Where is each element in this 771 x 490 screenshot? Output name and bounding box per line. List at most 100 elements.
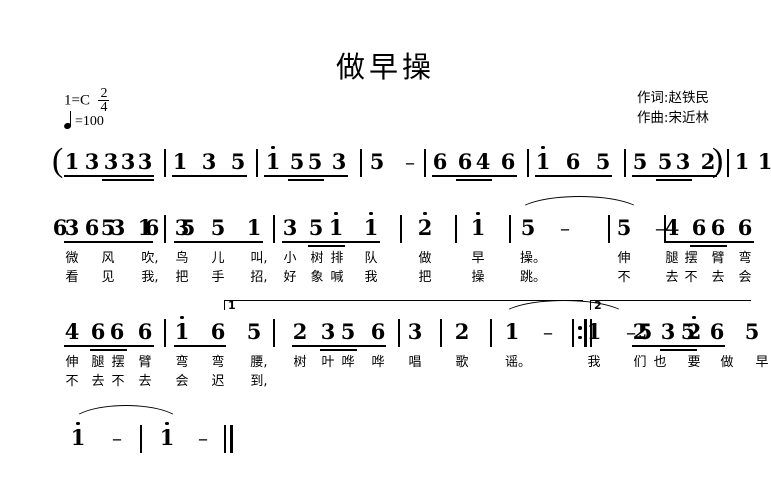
beam-line (664, 241, 754, 243)
note: 1 (158, 422, 176, 450)
note: 4 (664, 215, 680, 240)
beam-line (288, 179, 324, 181)
lyric-syllable: 会 (175, 374, 189, 389)
lyric-syllable: 也 (653, 355, 667, 370)
note: 1 (757, 149, 771, 174)
meter-denominator: 4 (98, 100, 110, 115)
repeat-barline-thick (584, 319, 588, 347)
beam-line (90, 349, 127, 351)
lyric-syllable: 臂 (711, 251, 725, 266)
note: 5 (520, 215, 536, 240)
lyric-syllable: 不 (111, 374, 125, 389)
note: 1 (173, 316, 191, 344)
lyric-syllable: 摆 (111, 355, 125, 370)
lyric-syllable: 去 (91, 374, 105, 389)
note: 4 (475, 149, 491, 174)
lyric-syllable: 臂 (138, 355, 152, 370)
page-title: 做早操 (335, 50, 435, 84)
quarter-note-icon (63, 111, 75, 130)
lyric-syllable: 招, (250, 270, 268, 285)
lyric-syllable: 喊 (330, 270, 344, 285)
beam-line (535, 175, 612, 177)
lyric-syllable: 不 (65, 374, 79, 389)
lyric-syllable: 歌 (455, 355, 469, 370)
note: 3 (675, 149, 691, 174)
barline (164, 319, 166, 347)
lyric-syllable: 摆 (684, 251, 698, 266)
lyric-syllable: 弯 (738, 251, 752, 266)
key-tempo-block: 1=C 2 4 =100 (63, 87, 110, 130)
beam-line (656, 179, 692, 181)
barline (398, 319, 400, 347)
note: 5 (246, 319, 262, 344)
note: 6 (90, 319, 106, 344)
note: 2 (454, 319, 470, 344)
lyric-syllable: 把 (418, 270, 432, 285)
barline (509, 215, 511, 243)
lyric-syllable: 不 (617, 270, 631, 285)
note: 5 (616, 215, 632, 240)
note: 4 (64, 319, 80, 344)
octave-dot-high (271, 146, 275, 150)
note: 3 (331, 149, 347, 174)
note: 6 (710, 215, 726, 240)
lyric-syllable: 早 (755, 355, 769, 370)
time-signature: 2 4 (98, 87, 110, 115)
beam-line (64, 241, 153, 243)
note: 3 (103, 149, 119, 174)
beam-line (432, 175, 517, 177)
note: 6 (52, 215, 68, 240)
octave-dot-high (334, 212, 338, 216)
lyric-syllable: 叶 (321, 355, 335, 370)
note: 5 (289, 149, 305, 174)
note: 2 (416, 212, 434, 240)
beam-line (282, 241, 380, 243)
duration-dash: – (405, 150, 415, 174)
lyric-syllable: 做 (418, 251, 432, 266)
repeat-barline-thin (590, 319, 592, 347)
intro-close-paren: ) (712, 142, 724, 179)
octave-dot-high (541, 146, 545, 150)
beam-line (632, 345, 725, 347)
barline (164, 215, 166, 243)
lyric-syllable: 儿 (211, 251, 225, 266)
note: 1 (264, 146, 282, 174)
barline (727, 149, 729, 177)
octave-dot-high (476, 212, 480, 216)
barline (624, 149, 626, 177)
lyric-syllable: 谣。 (504, 355, 531, 370)
volta-bracket-1: 1 (224, 300, 583, 311)
duration-dash: – (112, 426, 122, 450)
lyric-row-2: 不去不去会迟到, (0, 373, 771, 392)
beam-line (292, 345, 386, 347)
note: 3 (201, 149, 217, 174)
key-signature-row: 1=C 2 4 (64, 87, 110, 115)
lyric-syllable: 到, (250, 374, 268, 389)
note: 6 (691, 215, 707, 240)
duration-dash: – (626, 320, 636, 344)
lyric-syllable: 腿 (665, 251, 679, 266)
lyric-syllable: 迟 (211, 374, 225, 389)
note: 6 (432, 149, 448, 174)
note: 2 (632, 319, 648, 344)
note: 1 (137, 215, 153, 240)
lyric-syllable: 风 (101, 251, 115, 266)
beam-line (632, 175, 717, 177)
duration-dash: – (655, 216, 665, 240)
repeat-dot (578, 335, 582, 340)
lyric-syllable: 跳。 (519, 270, 546, 285)
lyric-syllable: 好 (283, 270, 297, 285)
beam-line (64, 175, 154, 177)
beam-line (174, 345, 226, 347)
note: 6 (84, 215, 100, 240)
barline (490, 319, 492, 347)
note: 1 (172, 149, 188, 174)
barline (164, 149, 166, 177)
lyric-syllable: 伸 (65, 355, 79, 370)
lyric-syllable: 把 (175, 270, 189, 285)
note: 1 (586, 319, 602, 344)
repeat-dots (578, 326, 582, 345)
note: 5 (680, 319, 696, 344)
note: 3 (320, 319, 336, 344)
